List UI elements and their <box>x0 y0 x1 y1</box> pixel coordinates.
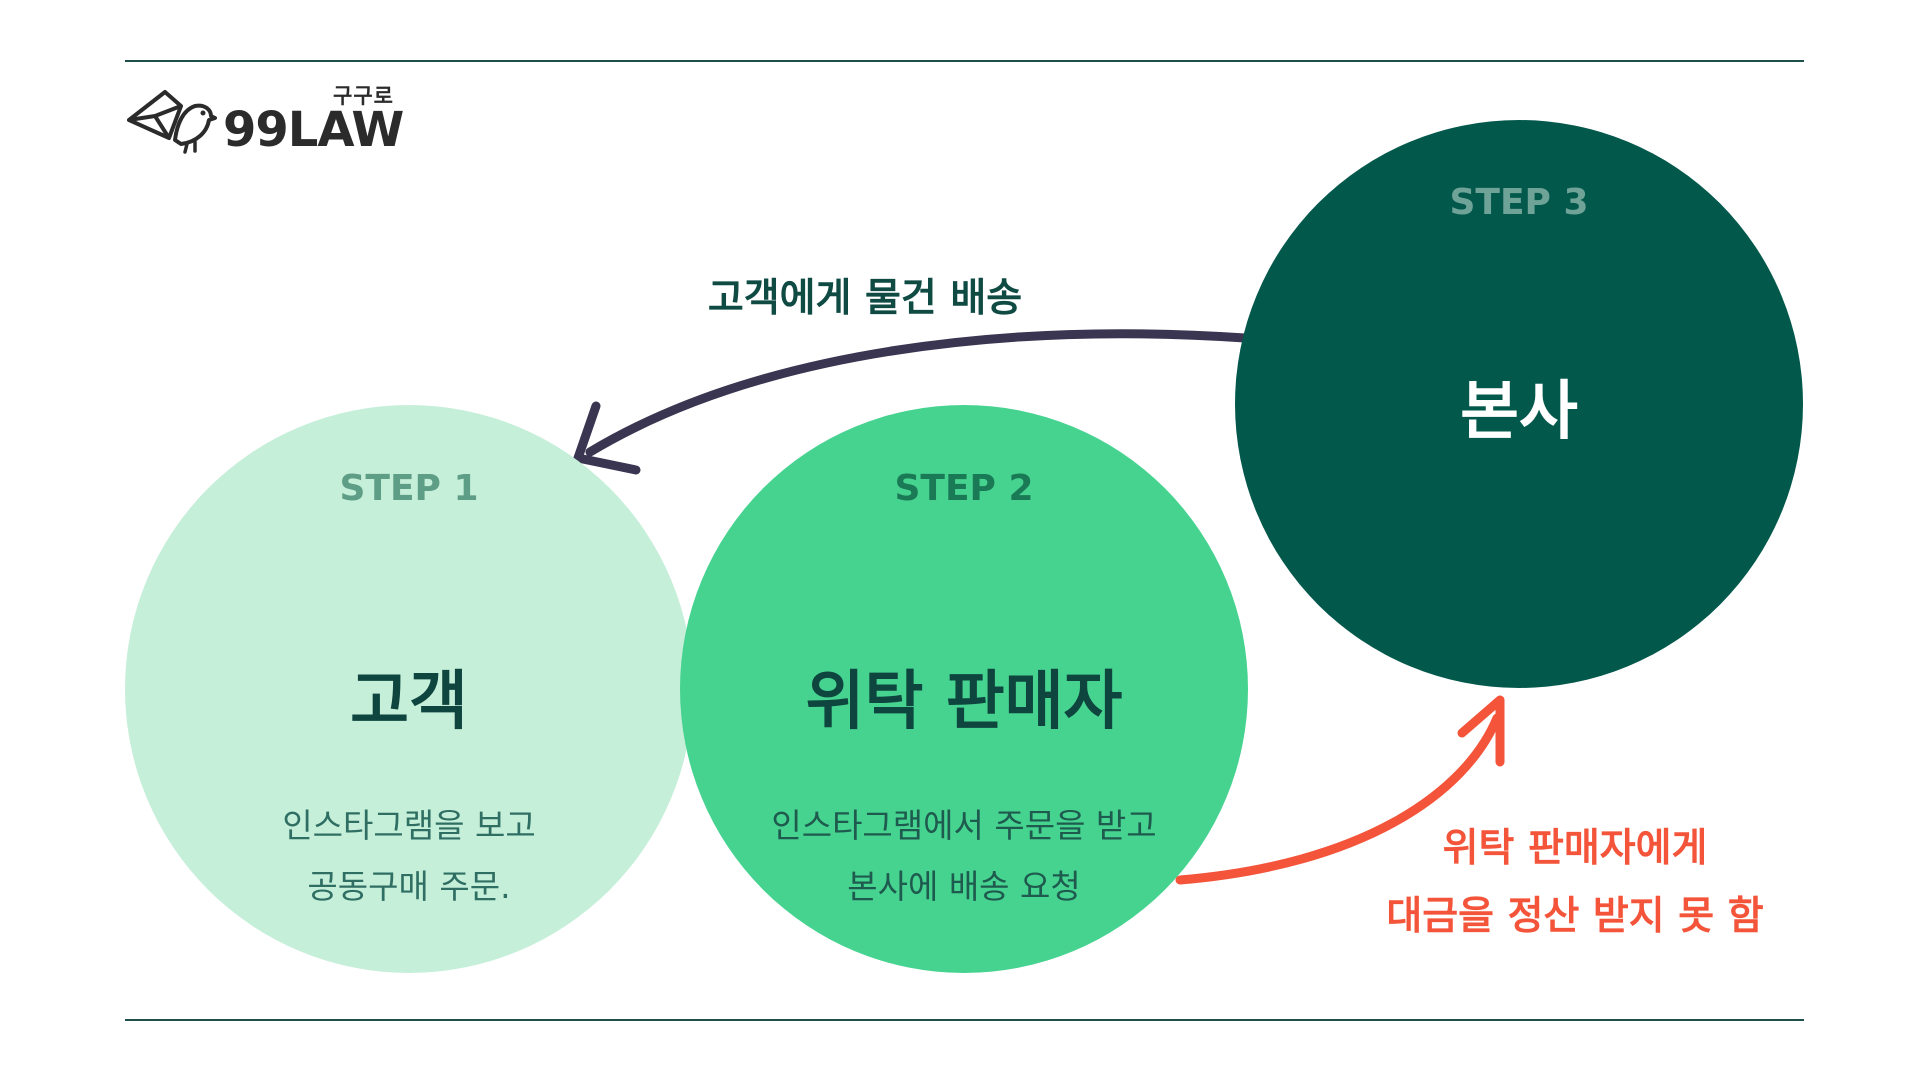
ship-arrow-label: 고객에게 물건 배송 <box>707 276 1023 321</box>
step2-title: 위탁 판매자 <box>805 665 1123 739</box>
step1-circle <box>125 405 693 973</box>
step3-label: STEP 3 <box>1449 182 1589 223</box>
brand-logo: 구구로 99LAW <box>125 80 425 160</box>
step1-title: 고객 <box>350 665 468 739</box>
ship-arrowhead <box>573 401 641 475</box>
bottom-divider <box>125 1019 1804 1021</box>
step2-description-line1: 인스타그램에서 주문을 받고 <box>771 806 1157 845</box>
logo-wordmark: 99LAW <box>223 102 404 158</box>
step3-circle <box>1235 120 1803 688</box>
logo-korean-text: 구구로 <box>333 84 394 108</box>
step2-circle <box>680 405 1248 973</box>
step2-description-line2: 본사에 배송 요청 <box>847 867 1081 906</box>
settle-arrow <box>1175 713 1502 885</box>
ship-arrow <box>585 329 1250 457</box>
step2-label: STEP 2 <box>894 468 1034 509</box>
settle-arrowhead <box>1457 695 1505 767</box>
step3-title: 본사 <box>1460 375 1578 449</box>
settle-label-line1: 위탁 판매자에게 <box>1442 826 1708 871</box>
step1-label: STEP 1 <box>339 468 479 509</box>
step1-description-line2: 공동구매 주문. <box>307 867 511 906</box>
settle-label-line2: 대금을 정산 받지 못 함 <box>1386 894 1764 939</box>
step1-description-line1: 인스타그램을 보고 <box>282 806 536 845</box>
step1-description: 인스타그램을 보고 공동구매 주문. <box>125 795 693 917</box>
envelope-bird-icon <box>127 90 217 154</box>
settle-arrow-label: 위탁 판매자에게 대금을 정산 받지 못 함 <box>1355 815 1795 951</box>
top-divider <box>125 60 1804 62</box>
step2-description: 인스타그램에서 주문을 받고 본사에 배송 요청 <box>680 795 1248 917</box>
